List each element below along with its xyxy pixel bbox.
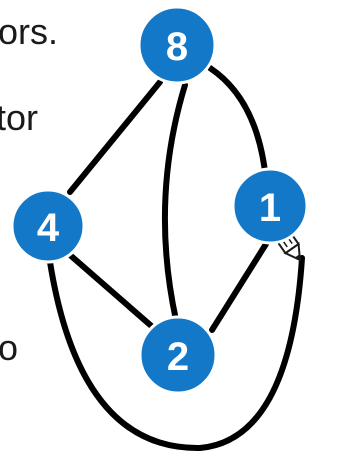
node-1-label: 1 [259, 186, 281, 230]
node-8-label: 8 [166, 25, 188, 69]
edge-4-2 [67, 252, 159, 333]
text-fragment-top: ors. [0, 11, 59, 52]
edge-1-2 [209, 241, 269, 333]
edge-8-4 [67, 79, 163, 195]
edge-8-1 [207, 65, 269, 183]
edge-4-pencil [47, 255, 305, 452]
text-fragment-bottom: o [0, 327, 19, 368]
node-1: 1 [231, 167, 309, 245]
node-2: 2 [138, 315, 218, 395]
node-8: 8 [137, 5, 217, 85]
text-fragment-middle: tor [0, 97, 39, 138]
node-4: 4 [10, 188, 86, 264]
node-2-label: 2 [167, 335, 189, 379]
node-4-label: 4 [37, 206, 60, 250]
edge-8-2 [161, 82, 188, 323]
